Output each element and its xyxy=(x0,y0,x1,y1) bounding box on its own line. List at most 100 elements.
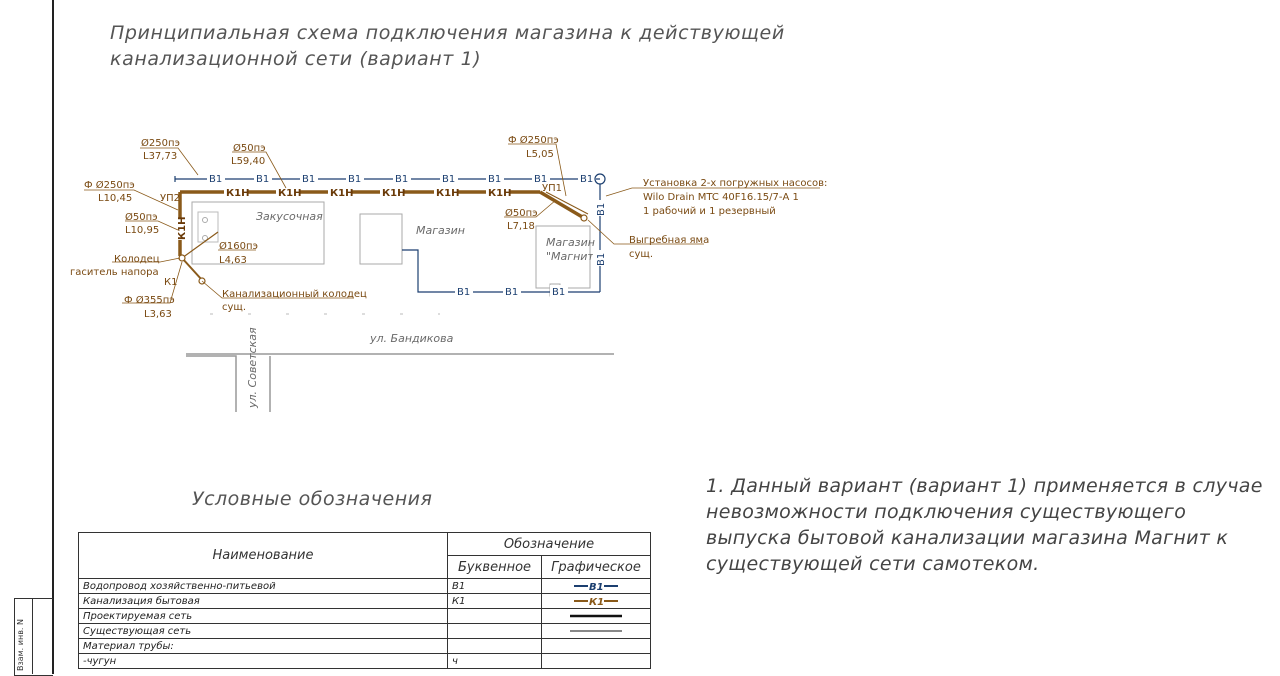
pipe-length: L5,05 xyxy=(526,149,554,160)
pipe-length: L3,63 xyxy=(144,309,172,320)
pipe-diameter: Ф Ø250пэ xyxy=(508,134,559,146)
water-label-bg xyxy=(486,172,504,184)
legend-row-graphic xyxy=(541,653,651,669)
legend-existing-line xyxy=(570,630,622,631)
stamp-divider xyxy=(32,598,33,674)
legend-sewer-code: К1 xyxy=(589,597,604,607)
pipe-length: L37,73 xyxy=(143,151,177,162)
drawing-frame-border xyxy=(52,0,54,674)
callout-pump-2: Wilo Drain MTC 40F16.15/7-А 1 xyxy=(643,192,799,203)
leader xyxy=(201,280,354,299)
sewer-label-bg xyxy=(224,186,248,198)
sewer-label-bg xyxy=(328,186,352,198)
sewer-pressure-code-vertical: К1Н xyxy=(177,216,188,240)
water-code: В1 xyxy=(302,174,315,185)
gravity-sewer xyxy=(181,257,203,281)
water-label-bg xyxy=(532,172,550,184)
sewer-label-bg xyxy=(175,218,187,240)
leader xyxy=(504,199,557,218)
pipe-diameter: Ø50пэ xyxy=(233,142,266,154)
pipe-diameter: Ø50пэ xyxy=(125,211,158,223)
callout-pump-3: 1 рабочий и 1 резервный xyxy=(643,206,776,217)
water-code: В1 xyxy=(395,174,408,185)
pipe-length: L7,18 xyxy=(507,221,535,232)
label-magnit-2: "Магнит" xyxy=(546,250,599,263)
callout-well-damper-2: гаситель напора xyxy=(70,267,159,278)
legend-row-name: Существующая сеть xyxy=(78,623,448,639)
fixture-icon xyxy=(202,217,208,223)
legend-row-letter xyxy=(447,608,542,624)
legend-row-graphic xyxy=(541,608,651,624)
legend-water-code: В1 xyxy=(589,582,604,592)
callout-sewer-well-1: Канализационный колодец xyxy=(222,289,367,300)
water-label-bg xyxy=(593,200,607,216)
legend-row-letter: В1 xyxy=(447,578,542,594)
label-snack: Закусочная xyxy=(256,210,323,223)
water-label-bg xyxy=(455,285,473,297)
water-code: В1 xyxy=(209,174,222,185)
water-label-bg xyxy=(300,172,318,184)
fixture-icon xyxy=(202,235,208,241)
sewer-pressure-code: К1Н xyxy=(278,188,302,199)
node-up2: УП2 xyxy=(160,193,180,204)
label-shop: Магазин xyxy=(416,224,465,237)
callout-cesspit-1: Выгребная яма xyxy=(629,235,709,246)
callout-cesspit-2: сущ. xyxy=(629,249,653,260)
sewer-pressure-code: К1Н xyxy=(226,188,250,199)
building-snack-inner xyxy=(197,211,219,243)
legend-row-letter xyxy=(447,623,542,639)
water-label-bg xyxy=(503,285,521,297)
street-sovetskaya: ул. Советская xyxy=(246,327,259,409)
building-snack xyxy=(191,201,325,265)
legend-row-name: Канализация бытовая xyxy=(78,593,448,609)
legend-header-letter: Буквенное xyxy=(447,555,542,579)
water-label-bg xyxy=(440,172,458,184)
water-code-vertical: В1 xyxy=(596,253,607,266)
legend-row-name: Материал трубы: xyxy=(78,638,448,654)
legend-designed-line xyxy=(570,614,622,617)
legend-row: Материал трубы: xyxy=(78,638,651,654)
water-code: В1 xyxy=(348,174,361,185)
legend-row-letter: К1 xyxy=(447,593,542,609)
pipe-length: L4,63 xyxy=(219,255,247,266)
leader xyxy=(140,147,199,176)
pressure-sewer-diagonal xyxy=(539,190,585,220)
sewer-label-bg xyxy=(434,186,458,198)
legend-row: Канализация бытовая К1 К1 xyxy=(78,593,651,609)
sewer-code: К1 xyxy=(164,277,177,288)
water-label-bg xyxy=(593,250,607,266)
legend-row-graphic: К1 xyxy=(541,593,651,609)
legend-water-line: В1 xyxy=(574,580,618,592)
water-label-bg xyxy=(550,285,568,297)
legend-row-name: -чугун xyxy=(78,653,448,669)
sewer-pressure-code: К1Н xyxy=(436,188,460,199)
legend-header-designation: Обозначение xyxy=(447,532,651,556)
legend-header-graphic: Графическое xyxy=(541,555,651,579)
building-shop xyxy=(359,213,403,265)
sewer-label-bg xyxy=(276,186,300,198)
pipe-diameter: Ø160пэ xyxy=(219,240,258,252)
pipe-length: L10,95 xyxy=(125,225,159,236)
legend-title: Условные обозначения xyxy=(192,488,433,510)
legend-sewer-line: К1 xyxy=(574,595,618,607)
water-label-bg xyxy=(578,172,596,184)
leader xyxy=(232,151,287,189)
cesspit-icon xyxy=(580,214,588,222)
leader xyxy=(125,220,179,231)
legend-row-name: Водопровод хозяйственно-питьевой xyxy=(78,578,448,594)
street-edge-left xyxy=(186,355,237,412)
leader xyxy=(508,143,567,197)
legend-row-letter: ч xyxy=(447,653,542,669)
legend-row: Проектируемая сеть xyxy=(78,608,651,624)
pressure-sewer-diagonal-2 xyxy=(545,191,589,215)
water-code: В1 xyxy=(580,174,593,185)
water-label-bg xyxy=(346,172,364,184)
callout-sewer-well-2: сущ. xyxy=(222,302,246,313)
legend-row: -чугун ч xyxy=(78,653,651,669)
water-code: В1 xyxy=(505,287,518,298)
street-bandikova: ул. Бандикова xyxy=(369,332,454,345)
legend-row-graphic xyxy=(541,623,651,639)
legend-row: Водопровод хозяйственно-питьевой В1 В1 xyxy=(78,578,651,594)
water-code: В1 xyxy=(488,174,501,185)
